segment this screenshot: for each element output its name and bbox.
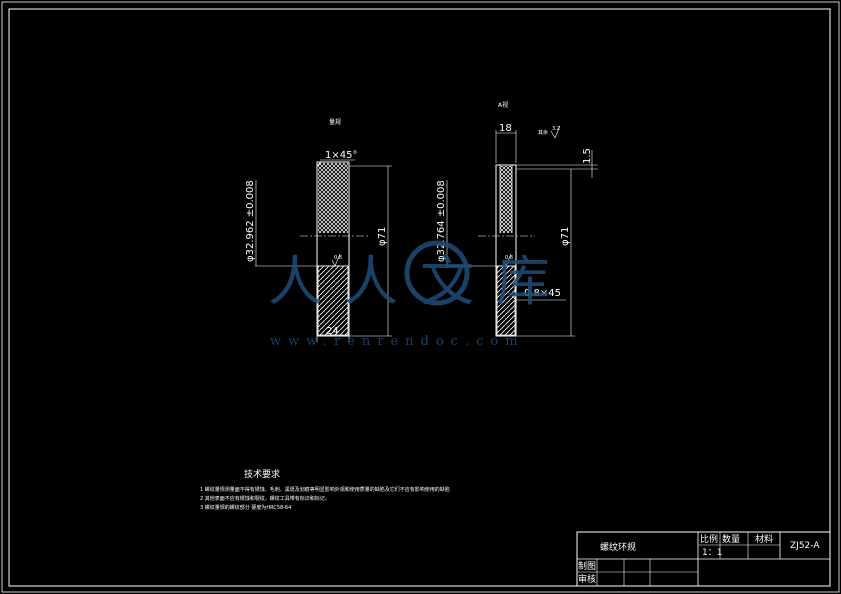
right-body-outline [495, 164, 517, 337]
title-block: 螺纹环规 比例 数量 材料 1：1 ZJ52-A 制图 审核 [576, 531, 831, 587]
watermark-url: www.renrendoc.com [270, 334, 525, 349]
tb-checked-label: 审核 [578, 573, 596, 585]
right-chamfer-leader-diag [511, 295, 517, 301]
right-roughness-all-symbol [550, 125, 561, 139]
tb-quantity-label: 数量 [722, 533, 740, 545]
tb-drawing-number: ZJ52-A [790, 541, 820, 551]
watermark-circle [404, 240, 470, 306]
right-view-label: A视 [498, 101, 508, 109]
left-roughness-text: 0.8 [334, 255, 342, 261]
right-height-text: 1.5 [582, 148, 593, 164]
right-roughness-all: 3.2 [552, 126, 560, 132]
right-chamfer-text: 0.8×45 [524, 288, 561, 299]
left-knurl-region [318, 163, 348, 233]
right-width-text: 18 [499, 123, 512, 134]
technical-requirements: 技术要求 1 螺纹量规测量面不得有锈蚀、毛刺、黑斑及划痕等明显影响外观和使用质量… [200, 468, 450, 511]
tb-part-name: 螺纹环规 [600, 541, 636, 553]
watermark-text: 人人文库 [268, 250, 572, 313]
tb-material-label: 材料 [755, 533, 773, 545]
requirement-item-1: 1 螺纹量规测量面不得有锈蚀、毛刺、黑斑及划痕等明显影响外观和使用质量的缺陷及它… [200, 486, 450, 493]
inner-border [8, 8, 831, 587]
requirements-title: 技术要求 [244, 468, 280, 480]
right-diameter-text: φ32.764 ±0.008 [436, 180, 447, 262]
requirement-item-2: 2 其他表面不应有锈蚀和裂纹，螺纹工具带有标识和标记。 [200, 495, 330, 502]
left-width-text: 24 [326, 326, 339, 337]
left-chamfer-line [316, 161, 322, 167]
tb-scale-label: 比例 [700, 533, 718, 545]
watermark: 人人文库 www.renrendoc.com [268, 240, 572, 349]
left-view-label: 量规 [329, 118, 341, 126]
right-view: A视 18 其余 3.2 1.5 φ32.764 ±0.008 φ71 [436, 101, 598, 337]
left-chamfer-text: 1×45° [325, 150, 357, 161]
tb-drawn-label: 制图 [578, 560, 596, 572]
left-diameter-text: φ32.962 ±0.008 [245, 180, 256, 262]
right-roughness-note: 其余 [538, 129, 548, 136]
right-od-text: φ71 [560, 227, 571, 246]
left-roughness-symbol [331, 253, 341, 267]
left-view: 量规 1×45° φ32.962 ±0.008 φ71 24 0.8 [245, 118, 392, 342]
tb-scale-value: 1：1 [702, 548, 722, 558]
left-od-text: φ71 [377, 227, 388, 246]
right-knurl-region [500, 166, 512, 233]
right-roughness-text: 0.8 [505, 255, 513, 261]
right-roughness-symbol [502, 253, 512, 267]
requirement-item-3: 3 螺纹量规的螺纹部分 硬度为HRC58-64 [200, 504, 291, 511]
